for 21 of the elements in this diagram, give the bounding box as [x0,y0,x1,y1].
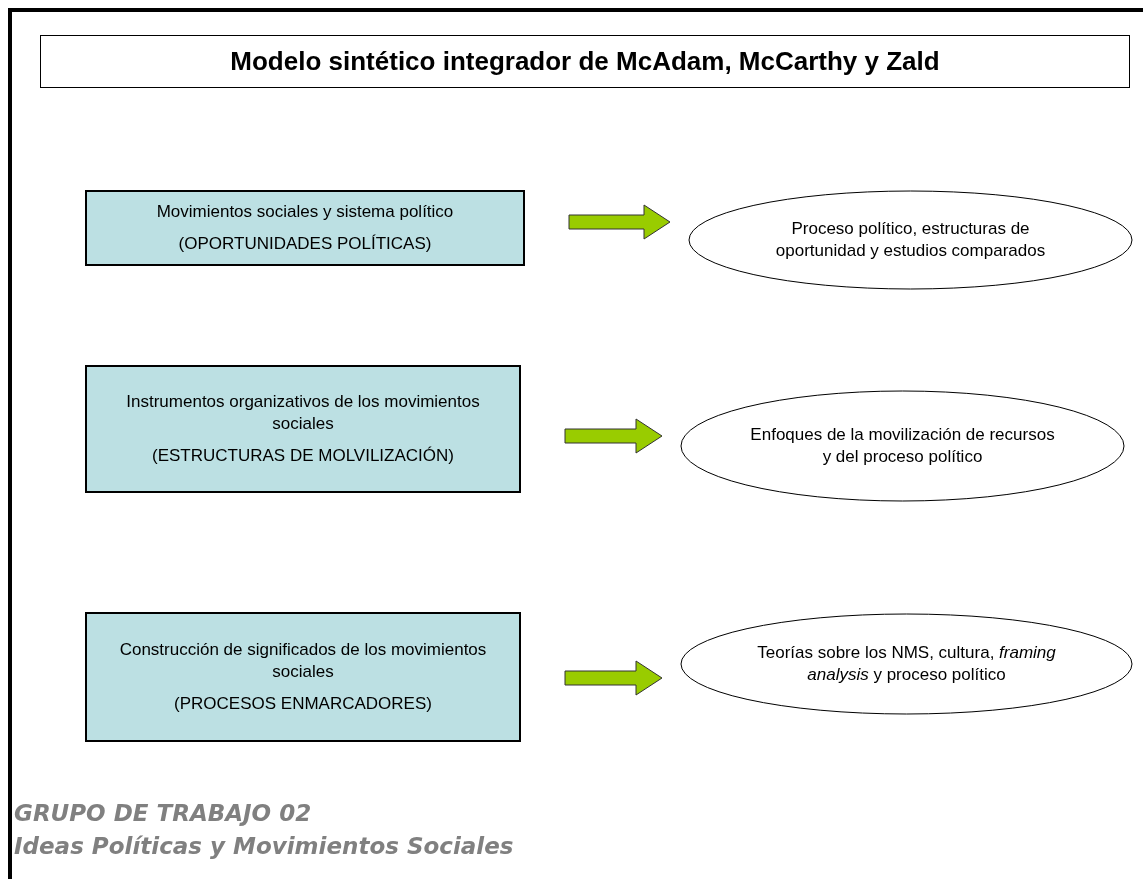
title: Modelo sintético integrador de McAdam, McCarthy y Zald [40,35,1130,88]
footer-text: GRUPO DE TRABAJO 02 [14,800,312,826]
ellipse-node [680,613,1133,715]
node-text: Instrumentos organizativos de los movimientos sociales [125,390,481,435]
block-arrow [568,204,671,240]
node-text: (OPORTUNIDADES POLÍTICAS) [178,233,432,255]
block-arrow [564,418,663,454]
ellipse-node [680,390,1125,502]
node-text: Movimientos sociales y sistema político [156,200,454,223]
process-box [85,365,521,493]
process-box [85,190,525,266]
node-text: (ESTRUCTURAS DE MOLVILIZACIÓN) [152,445,454,468]
process-box [85,612,521,742]
node-text: Proceso político, estructuras de oportunidad y estudios comparados [774,217,1047,262]
block-arrow [564,660,663,696]
footer-text: Ideas Políticas y Movimientos Sociales [14,833,514,859]
node-text: (PROCESOS ENMARCADORES) [174,693,432,716]
node-text: Teorías sobre los NMS, cultura, framing analysis y proceso político [756,641,1057,686]
node-text: Enfoques de la movilización de recursos y del proceso político [750,423,1055,468]
node-text: Construcción de significados de los movimientos sociales [118,638,488,683]
ellipse-node [688,190,1133,290]
